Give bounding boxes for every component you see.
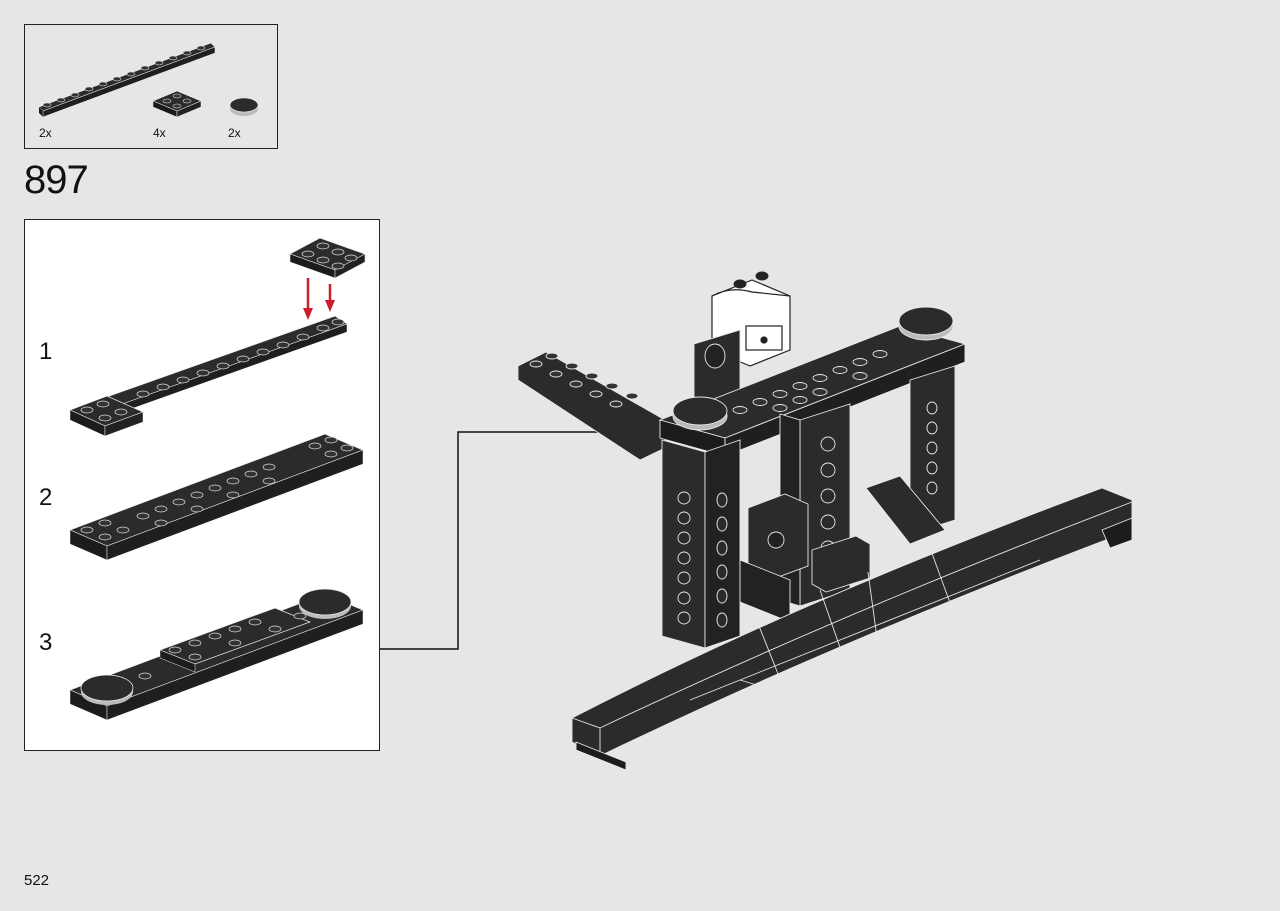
- substep-3-illustration: [69, 588, 364, 721]
- substep-2-illustration: [69, 433, 364, 561]
- step-number: 897: [24, 158, 89, 202]
- page-number: 522: [24, 872, 50, 889]
- substep-1-illustration: [69, 237, 366, 437]
- substep-number: 1: [39, 338, 53, 365]
- substep-number: 2: [39, 484, 53, 511]
- square-plate-icon: [152, 90, 202, 118]
- parts-list: 2x 4x 2x: [24, 24, 278, 149]
- long-plate-icon: [38, 42, 216, 118]
- part-qty: 4x: [153, 126, 166, 140]
- substep-number: 3: [39, 629, 53, 656]
- round-tile-icon: [229, 97, 259, 116]
- substep-callout: 1 2 3: [24, 219, 380, 751]
- part-qty: 2x: [39, 126, 52, 140]
- red-arrow-icon: [303, 278, 335, 320]
- part-qty: 2x: [228, 126, 241, 140]
